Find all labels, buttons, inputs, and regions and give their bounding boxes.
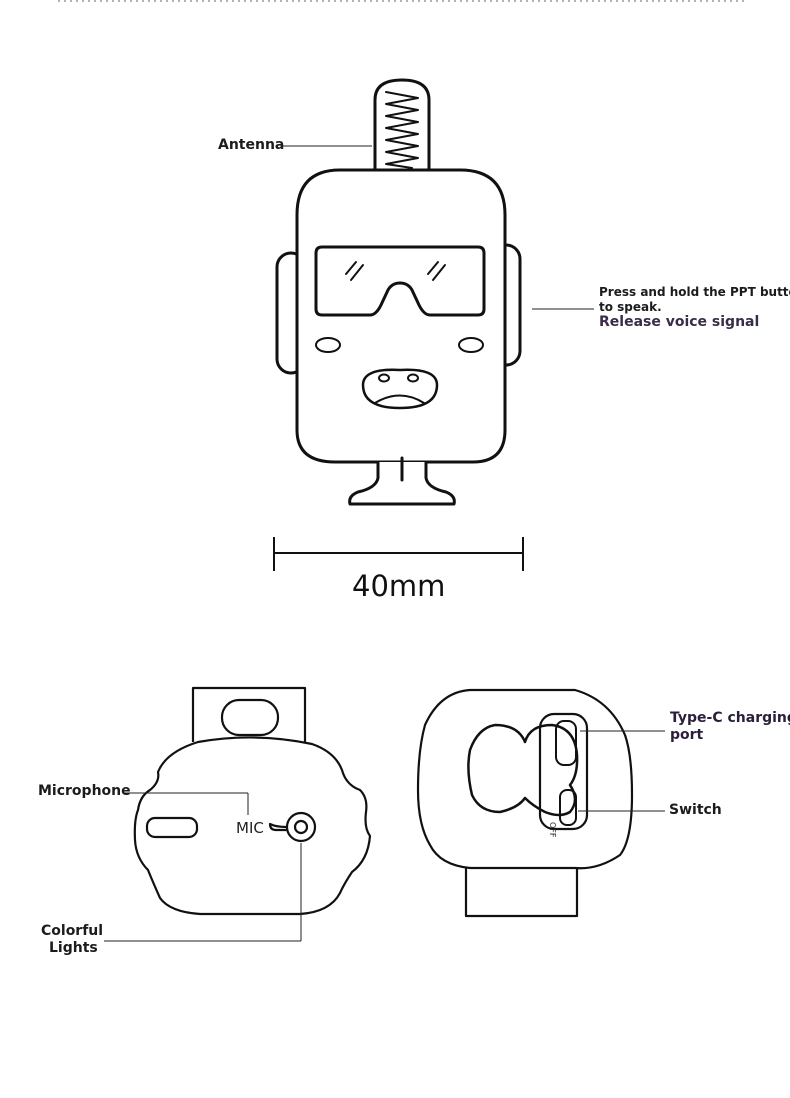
cheek-left (315, 337, 341, 353)
mouth (374, 394, 425, 404)
typec-label-line1: Type-C charging (670, 710, 790, 726)
ppt-instruction-line1: Press and hold the PPT button (599, 285, 790, 299)
side-view (133, 686, 372, 916)
ppt-instruction-line2: to speak. (599, 300, 662, 314)
release-voice-label: Release voice signal (599, 314, 760, 330)
colorful-lights-line2: Lights (49, 940, 98, 956)
goggle-shine-left (345, 261, 364, 281)
side-clip-button (220, 698, 280, 737)
snout (361, 368, 439, 410)
switch-recess (538, 712, 589, 831)
side-clip (191, 686, 307, 742)
side-slot (145, 816, 199, 839)
back-body (416, 688, 634, 870)
antenna-label: Antenna (218, 137, 285, 153)
microphone-label: Microphone (38, 783, 131, 799)
switch-label: Switch (669, 802, 722, 818)
back-stand (464, 862, 579, 918)
dimension-label: 40mm (352, 569, 446, 603)
nostril-right (407, 373, 419, 383)
goggle-shine-right (427, 261, 446, 281)
dimension-bar (273, 537, 524, 571)
cheek-right (458, 337, 484, 353)
mic-hole (268, 822, 288, 832)
switch-slider (559, 789, 577, 826)
off-label: OFF (548, 822, 557, 838)
antenna-coil (385, 91, 419, 169)
typec-label-line2: port (670, 727, 704, 743)
stand (348, 460, 456, 506)
back-clip (467, 723, 579, 817)
typec-port (555, 720, 577, 766)
back-view (416, 688, 634, 918)
device-body (295, 168, 507, 464)
mic-label: MIC (236, 819, 264, 837)
mic-light-inner (293, 819, 309, 835)
goggles (314, 245, 486, 317)
nostril-left (378, 373, 390, 383)
side-body (133, 736, 372, 916)
colorful-lights-line1: Colorful (41, 923, 104, 939)
front-view (275, 78, 522, 506)
